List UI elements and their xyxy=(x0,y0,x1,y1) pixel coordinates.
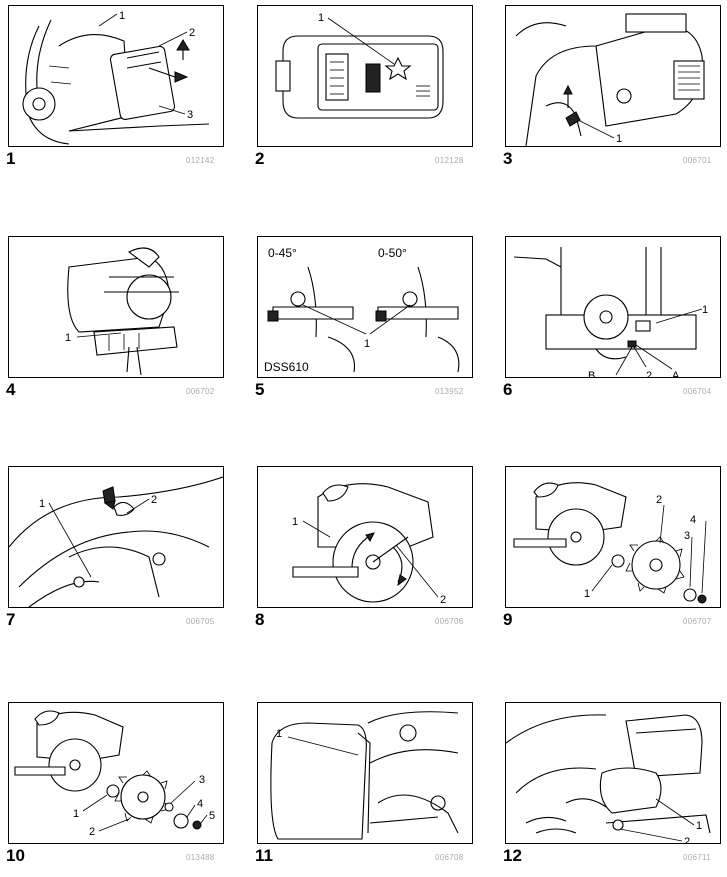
motor-housing-lever-drawing: 1 xyxy=(515,13,705,146)
callout-label: 2 xyxy=(684,836,690,843)
blade-installation-drawing: 1 2 3 4 5 xyxy=(14,710,215,838)
callout-label: 1 xyxy=(292,516,298,528)
figure-number: 5 xyxy=(255,380,265,399)
callout-label: A xyxy=(672,370,680,377)
figure-number: 11 xyxy=(255,846,273,865)
battery-close-up-drawing: 1 xyxy=(270,711,459,840)
figure-code: 012142 xyxy=(186,156,215,165)
figure-code: 012128 xyxy=(435,156,464,165)
callout-label: 5 xyxy=(209,810,215,822)
figure-code: 006702 xyxy=(186,387,215,396)
figure-number: 9 xyxy=(503,610,513,629)
dust-nozzle-drawing: 1 2 xyxy=(506,714,711,843)
figure-12-illustration: 1 2 xyxy=(505,702,721,844)
figure-4-illustration: 1 xyxy=(8,236,224,378)
figure-5-illustration: 0-45° 0-50° 1 DSS610 xyxy=(257,236,473,378)
callout-label: 1 xyxy=(616,133,622,145)
figure-code: 013952 xyxy=(435,387,464,396)
callout-label: 1 xyxy=(276,728,282,740)
callout-label: 2 xyxy=(151,494,157,506)
cutting-line-guide-drawing: 1 2 A B xyxy=(513,247,708,377)
callout-label: 2 xyxy=(646,370,652,377)
callout-label: 1 xyxy=(39,498,45,510)
callout-label: 2 xyxy=(189,27,195,39)
callout-label: 3 xyxy=(187,109,193,121)
saw-battery-removal-drawing: 1 2 3 xyxy=(22,10,210,145)
callout-label: 1 xyxy=(119,10,125,22)
battery-star-marking-drawing: 1 xyxy=(275,12,444,119)
figure-number: 12 xyxy=(503,846,522,865)
callout-label: 1 xyxy=(702,304,708,316)
figure-8-illustration: 1 2 xyxy=(257,466,473,608)
figure-number: 3 xyxy=(503,149,513,168)
figure-code: 006701 xyxy=(683,156,712,165)
saw-depth-adjust-drawing: 1 xyxy=(65,247,179,376)
blade-wrench-drawing: 1 2 xyxy=(292,483,446,606)
figure-code: 006708 xyxy=(435,853,464,862)
callout-label: 4 xyxy=(197,798,203,810)
callout-label: 1 xyxy=(364,338,370,350)
figure-7-illustration: 1 2 xyxy=(8,466,224,608)
figure-number: 7 xyxy=(6,610,16,629)
figure-9-illustration: 1 2 3 4 xyxy=(505,466,721,608)
figure-code: 006707 xyxy=(683,617,712,626)
figure-number: 1 xyxy=(6,149,16,168)
figure-number: 2 xyxy=(255,149,265,168)
figure-number: 4 xyxy=(6,380,16,399)
callout-label: 1 xyxy=(65,332,71,344)
figure-11-illustration: 1 xyxy=(257,702,473,844)
figure-2-illustration: 1 xyxy=(257,5,473,147)
callout-label: 2 xyxy=(440,594,446,606)
figure-code: 006705 xyxy=(186,617,215,626)
callout-label: B xyxy=(588,370,595,377)
switch-trigger-drawing: 1 2 xyxy=(9,476,223,607)
callout-label: 3 xyxy=(199,774,205,786)
callout-label: 4 xyxy=(690,514,696,526)
figure-number: 8 xyxy=(255,610,265,629)
bevel-angle-right: 0-50° xyxy=(378,246,407,260)
figure-code: 006704 xyxy=(683,387,712,396)
model-label: DSS610 xyxy=(264,360,309,374)
blade-removal-drawing: 1 2 3 4 xyxy=(513,482,707,604)
callout-label: 1 xyxy=(584,588,590,600)
callout-label: 3 xyxy=(684,530,690,542)
figure-code: 006706 xyxy=(435,617,464,626)
figure-code: 006711 xyxy=(683,853,711,862)
callout-label: 1 xyxy=(73,808,79,820)
bevel-angle-left: 0-45° xyxy=(268,246,297,260)
figure-3-illustration: 1 xyxy=(505,5,721,147)
callout-label: 1 xyxy=(696,820,702,832)
figure-1-illustration: 1 2 3 xyxy=(8,5,224,147)
figure-6-illustration: 1 2 A B xyxy=(505,236,721,378)
callout-label: 2 xyxy=(89,826,95,838)
figure-10-illustration: 1 2 3 4 5 xyxy=(8,702,224,844)
callout-label: 2 xyxy=(656,494,662,506)
figure-number: 10 xyxy=(6,846,25,865)
figure-number: 6 xyxy=(503,380,513,399)
figure-code: 013488 xyxy=(186,853,215,862)
bevel-angle-drawing: 0-45° 0-50° 1 DSS610 xyxy=(264,246,460,374)
callout-label: 1 xyxy=(318,12,324,24)
